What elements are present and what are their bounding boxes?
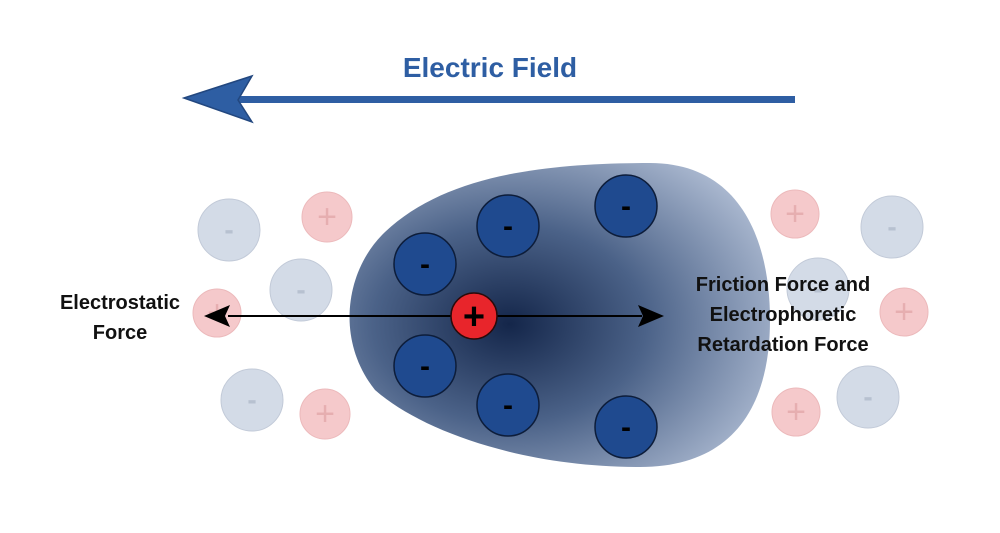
label-line: Electrostatic	[59, 292, 181, 314]
negative-ion: -	[393, 334, 457, 398]
ion-sign: +	[894, 293, 914, 331]
negative-ion: -	[594, 174, 658, 238]
ion-sign: +	[463, 296, 485, 338]
ion-sign: -	[863, 381, 872, 412]
faded-negative-ion: -	[269, 258, 333, 322]
ion-sign: -	[887, 211, 896, 242]
ion-sign: -	[503, 389, 513, 422]
faded-positive-ion: +	[879, 287, 929, 337]
ion-sign: -	[296, 274, 305, 305]
ion-sign: +	[785, 195, 805, 233]
negative-ions: - - - - - -	[393, 174, 658, 459]
ion-sign: +	[786, 393, 806, 431]
faded-negative-ion: -	[836, 365, 900, 429]
faded-positive-ion: +	[301, 191, 353, 243]
label-line: Retardation Force	[697, 334, 869, 356]
electrostatic-force-label: Electrostatic Force	[40, 288, 200, 348]
faded-positive-ion: +	[299, 388, 351, 440]
ion-sign: -	[621, 411, 631, 444]
force-arrows	[204, 305, 664, 327]
negative-ion: -	[594, 395, 658, 459]
label-line: Electrophoretic	[709, 304, 857, 326]
ion-sign: -	[420, 350, 430, 383]
label-line: Friction Force and	[695, 274, 871, 296]
ion-sign: -	[420, 248, 430, 281]
faded-negative-ion: -	[220, 368, 284, 432]
central-positive-ion: +	[450, 292, 498, 340]
label-line: Force	[92, 322, 148, 344]
ion-sign: -	[813, 273, 822, 304]
faded-ions-right: + - - + - +	[770, 189, 929, 437]
ion-sign: +	[315, 395, 335, 433]
faded-negative-ion: -	[860, 195, 924, 259]
ion-sign: -	[224, 214, 233, 245]
faded-positive-ion: +	[771, 387, 821, 437]
faded-negative-ion: -	[197, 198, 261, 262]
ion-sign: -	[621, 190, 631, 223]
negative-ion: -	[476, 373, 540, 437]
friction-force-label: Friction Force and Electrophoretic Retar…	[668, 270, 898, 360]
negative-ion: -	[476, 194, 540, 258]
ion-sign: -	[247, 384, 256, 415]
electric-field-title: Electric Field	[402, 52, 578, 83]
ion-sign: +	[317, 198, 337, 236]
faded-negative-ion: -	[786, 257, 850, 321]
ion-sign: -	[503, 210, 513, 243]
faded-positive-ion: +	[770, 189, 820, 239]
electric-field-arrow	[181, 74, 795, 124]
negative-ion: -	[393, 232, 457, 296]
